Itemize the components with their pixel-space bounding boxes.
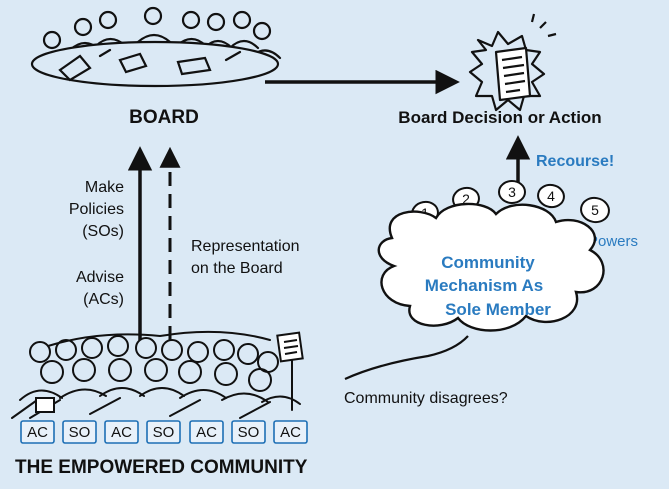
recourse-label: Recourse! <box>536 153 614 170</box>
decision-label: Board Decision or Action <box>398 108 601 127</box>
sos-label: (SOs) <box>82 223 124 240</box>
representation-label-2: on the Board <box>191 260 283 277</box>
mechanism-line-3: Sole Member <box>445 300 551 319</box>
power-oval-5 <box>580 196 610 224</box>
cell-so-3-label: SO <box>238 424 260 441</box>
power-number-3: 3 <box>508 184 516 200</box>
acs-label: (ACs) <box>83 291 124 308</box>
cell-ac-4: AC <box>273 420 308 444</box>
board-meeting-illustration <box>30 6 282 88</box>
cell-so-1: SO <box>62 420 97 444</box>
policies-label: Policies <box>69 201 124 218</box>
cell-ac-1-label: AC <box>27 424 48 441</box>
power-oval-3 <box>498 180 526 204</box>
cell-so-1-label: SO <box>69 424 91 441</box>
decision-document-icon <box>468 13 557 112</box>
cell-ac-1: AC <box>20 420 55 444</box>
make-label: Make <box>85 179 124 196</box>
cell-so-2: SO <box>146 420 181 444</box>
advise-label: Advise <box>76 269 124 286</box>
power-number-2: 2 <box>462 191 470 207</box>
cell-ac-2: AC <box>104 420 139 444</box>
cell-so-2-label: SO <box>153 424 175 441</box>
representation-label-1: Representation <box>191 238 300 255</box>
mechanism-line-2: Mechanism As <box>425 276 543 295</box>
disagree-label: Community disagrees? <box>344 390 508 407</box>
cell-ac-3-label: AC <box>196 424 217 441</box>
power-number-4: 4 <box>547 188 555 204</box>
mechanism-line-1: Community <box>441 253 535 272</box>
power-number-5: 5 <box>591 202 599 218</box>
power-oval-4 <box>537 183 565 209</box>
cell-so-3: SO <box>231 420 266 444</box>
footer-title: THE EMPOWERED COMMUNITY <box>15 457 308 478</box>
cell-ac-4-label: AC <box>280 424 301 441</box>
ac-so-row: AC SO AC SO AC SO AC <box>20 420 308 444</box>
community-crowd-illustration <box>11 330 301 419</box>
cell-ac-2-label: AC <box>111 424 132 441</box>
cell-ac-3: AC <box>189 420 224 444</box>
disagree-curve <box>344 335 469 381</box>
powers-label: Powers <box>588 233 638 250</box>
mechanism-cloud <box>377 202 605 332</box>
board-label: BOARD <box>129 107 199 128</box>
protest-sign-icon <box>276 331 304 363</box>
